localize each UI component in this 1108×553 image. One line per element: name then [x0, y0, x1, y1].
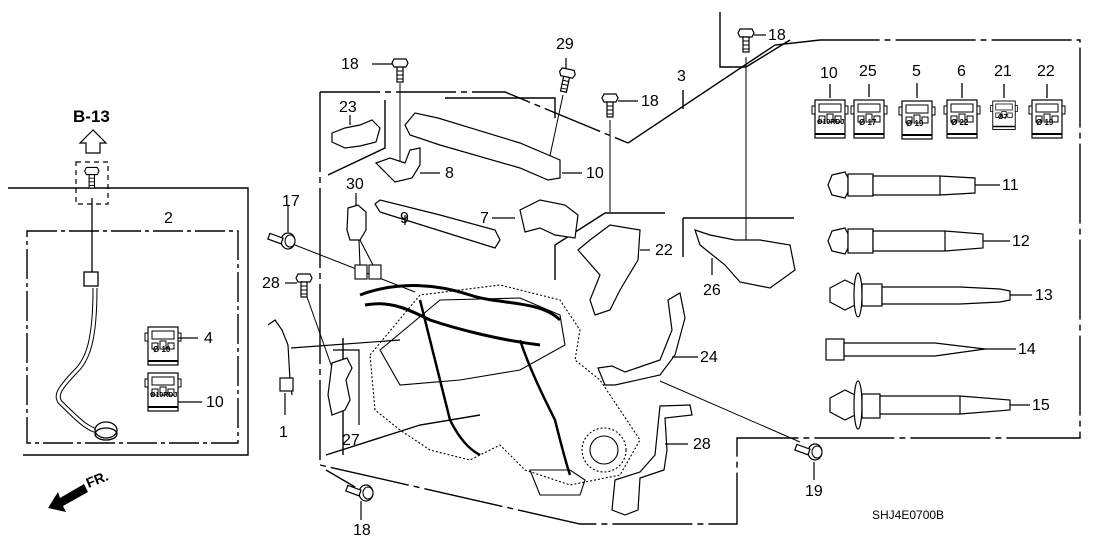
callout-9[interactable]: 9: [400, 210, 409, 227]
sensor-cover-26-icon: [327, 357, 353, 416]
bracket-8-icon: [374, 147, 421, 183]
holder-25-icon: [694, 229, 796, 289]
harness-cover-27-icon: [611, 404, 693, 516]
callout-7[interactable]: 7: [480, 210, 489, 227]
callout-14[interactable]: 13: [1035, 287, 1053, 304]
cross-reference-arrow-icon: [75, 129, 109, 205]
callout-18c[interactable]: 18: [768, 27, 786, 44]
harness-band-13-icon: [827, 227, 1010, 255]
callout-24[interactable]: 25: [859, 63, 877, 80]
callout-18b[interactable]: 18: [641, 93, 659, 110]
harness-cover-11-icon: [404, 112, 561, 181]
callout-11[interactable]: 10: [586, 165, 604, 182]
connector-4-marking: Ø 10: [153, 345, 171, 354]
callout-6[interactable]: 6: [957, 63, 966, 80]
frame-main: [319, 39, 1081, 525]
bolt-17a-icon: [267, 232, 296, 250]
connector-6-marking: Ø 22: [951, 118, 969, 127]
frame-left-outer: [8, 187, 249, 456]
ground-cable: [55, 198, 118, 441]
callout-21[interactable]: 22: [655, 242, 673, 259]
harness-clip-14-icon: [829, 272, 1032, 318]
callout-12[interactable]: 11: [1002, 177, 1019, 194]
cover-30-icon: [346, 204, 367, 241]
connector-5-marking: Ø 19: [906, 119, 924, 128]
bolt-29-icon: [295, 273, 313, 298]
connector-10a-marking: Ø10RDJ: [150, 392, 178, 399]
connector-24-marking: Ø 17: [859, 118, 877, 127]
callout-5[interactable]: 5: [912, 63, 921, 80]
callout-17a[interactable]: 17: [282, 193, 300, 210]
callout-8[interactable]: 8: [445, 165, 454, 182]
callout-20[interactable]: 22: [1037, 63, 1055, 80]
callout-18a[interactable]: 18: [341, 56, 359, 73]
callout-25[interactable]: 26: [703, 282, 721, 299]
connector-20-marking: Ø 19: [1036, 118, 1054, 127]
frame-main-top: [320, 91, 629, 144]
frame-diag: [627, 39, 821, 144]
frame-item2: [26, 230, 239, 444]
connector-19-marking: Ø7: [998, 114, 1008, 121]
callout-18d[interactable]: 19: [805, 483, 823, 500]
diagram-reference-code: SHJ4E0700B: [872, 508, 945, 522]
bolt-17b-icon: [345, 484, 374, 502]
stay-22-icon: [331, 119, 381, 149]
engine-assembly-icon: [354, 239, 641, 496]
callout-13[interactable]: 12: [1012, 233, 1030, 250]
harness-clip-16-icon: [829, 380, 1030, 430]
bolt-28-icon: [555, 66, 577, 94]
callout-27[interactable]: 28: [693, 436, 711, 453]
callout-16[interactable]: 15: [1032, 397, 1050, 414]
callout-17b[interactable]: 18: [353, 522, 371, 539]
connector-10b-marking: Ø10RDJ: [817, 119, 845, 126]
harness-cover-9-icon: [374, 199, 501, 249]
callout-19[interactable]: 21: [994, 63, 1012, 80]
callout-10a[interactable]: 10: [206, 394, 224, 411]
callout-23[interactable]: 24: [700, 349, 718, 366]
bolt-18d-icon: [794, 443, 823, 461]
callout-2[interactable]: 2: [164, 210, 173, 227]
callout-15[interactable]: 14: [1018, 341, 1036, 358]
callout-26[interactable]: 27: [342, 432, 360, 449]
callout-28[interactable]: 29: [556, 36, 574, 53]
brackets: [267, 112, 796, 516]
callout-4[interactable]: 4: [204, 330, 213, 347]
callout-29[interactable]: 28: [262, 275, 280, 292]
bolt-18a-icon: [391, 58, 409, 83]
front-direction-arrow-icon: [48, 484, 88, 512]
harness-bracket-21-icon: [577, 224, 641, 316]
callout-3[interactable]: 3: [677, 68, 686, 85]
callout-30[interactable]: 30: [346, 176, 364, 193]
frame-lines: [8, 12, 1081, 525]
holder-7-icon: [519, 199, 579, 239]
harness-band-12-icon: [827, 171, 1000, 199]
cross-reference-label[interactable]: B-13: [73, 107, 110, 126]
callout-10b[interactable]: 10: [820, 65, 838, 82]
bolt-18b-icon: [601, 93, 619, 118]
callout-22[interactable]: 23: [339, 99, 357, 116]
bolt-18c-icon: [737, 28, 755, 53]
cable-tie-15-icon: [825, 338, 1016, 361]
callout-1[interactable]: 1: [279, 424, 288, 441]
harness-cover-23-icon: [597, 292, 686, 386]
